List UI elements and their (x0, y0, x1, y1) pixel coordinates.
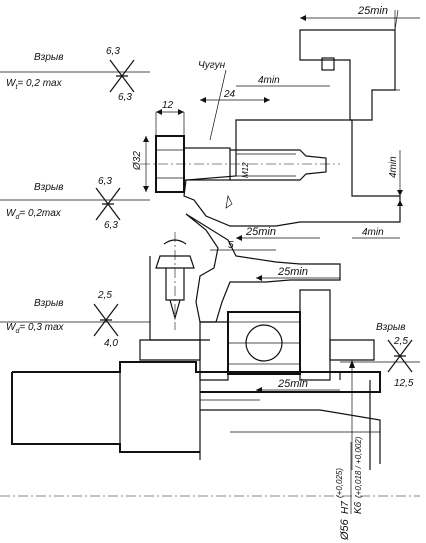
callout-3-roughness-top: 2,5 (97, 290, 112, 301)
grease-nipple (149, 232, 210, 341)
roughness-symbol-2 (95, 187, 121, 221)
dim-25min-mid: 25min (245, 226, 276, 238)
thread-m12: M12 (241, 162, 250, 178)
callout-4-roughness-bottom: 12,5 (394, 378, 414, 389)
callout-3-word: Взрыв (34, 298, 63, 309)
callout-3-formula: Wd= 0,3 max (6, 322, 65, 335)
top-housing (299, 9, 400, 121)
fit-annotation: Ø56 H7 (+0,025) K6 (+0,018 / +0,002) (335, 436, 364, 541)
callout-3-roughness-bottom: 4,0 (104, 338, 118, 349)
fit-h7-tolerance: (+0,025) (335, 468, 344, 498)
roughness-symbol-1 (109, 59, 135, 93)
bearing (227, 311, 301, 375)
callout-1-roughness-top: 6,3 (106, 46, 120, 57)
fit-h7: H7 (340, 501, 351, 514)
dim-4min-right: 4min (388, 156, 399, 178)
fit-k6: K6 (353, 501, 364, 514)
lower-housing (139, 289, 375, 381)
callout-4: Взрыв 2,5 12,5 (340, 322, 420, 389)
callout-1: Взрыв Wt= 0,2 max 6,3 6,3 (6, 46, 135, 103)
dim-4min-mid: 4min (362, 227, 384, 238)
callout-1-formula: Wt= 0,2 max (6, 78, 63, 91)
bolt (140, 135, 340, 209)
callout-4-roughness-top: 2,5 (393, 336, 408, 347)
dim-4min-upper: 4min (258, 75, 280, 86)
fit-k6-tolerance: (+0,018 / +0,002) (354, 436, 363, 498)
shaft (0, 361, 420, 497)
dim-12: 12 (162, 100, 174, 111)
roughness-symbol-4 (387, 339, 413, 373)
callout-2-roughness-top: 6,3 (98, 176, 112, 187)
cover-flange (183, 119, 401, 323)
callout-2-roughness-bottom: 6,3 (104, 220, 118, 231)
callout-2-formula: Wd= 0,2max (6, 208, 62, 221)
fit-diameter: Ø56 (339, 518, 351, 541)
dim-5: 5 (228, 240, 234, 251)
fit-dimension-line (349, 360, 355, 470)
callout-2: Взрыв Wd= 0,2max 6,3 6,3 (6, 176, 121, 231)
dim-24: 24 (223, 89, 236, 100)
dim-25min-bottom: 25min (277, 378, 308, 390)
callout-3: Взрыв Wd= 0,3 max 2,5 4,0 (6, 290, 119, 349)
callout-1-word: Взрыв (34, 52, 63, 63)
callout-1-roughness-bottom: 6,3 (118, 92, 132, 103)
dimension-lines (0, 10, 420, 393)
dim-25min-top: 25min (357, 5, 388, 17)
callout-2-word: Взрыв (34, 182, 63, 193)
callout-4-word: Взрыв (376, 322, 405, 333)
roughness-symbol-3 (93, 303, 119, 337)
material-label: Чугун (198, 60, 226, 71)
dim-25min-lower: 25min (277, 266, 308, 278)
dim-diameter-32: Ø32 (132, 151, 143, 171)
